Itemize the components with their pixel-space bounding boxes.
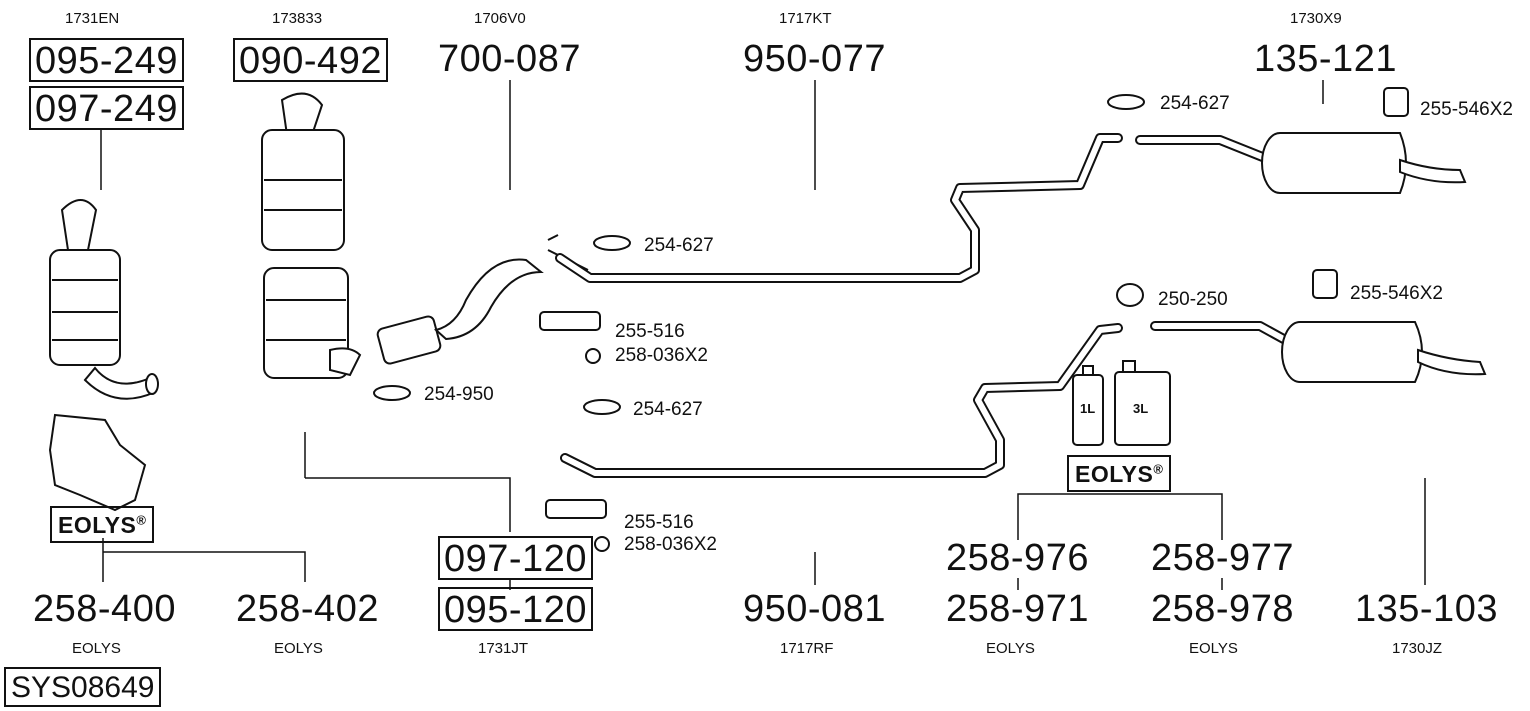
- part-number-258-402: 258-402: [236, 588, 379, 630]
- callout-254-627-c: 254-627: [633, 399, 703, 420]
- system-id: SYS08649: [4, 667, 162, 707]
- part-number-258-978: 258-978: [1151, 588, 1294, 630]
- callout-255-516-a: 255-516: [615, 321, 685, 342]
- eolys-logo-text: EOLYS: [58, 512, 137, 538]
- part-number-258-977: 258-977: [1151, 537, 1294, 579]
- part-number-258-976: 258-976: [946, 537, 1089, 579]
- part-code-1731JT: 1731JT: [478, 640, 529, 657]
- part-code-1706V0: 1706V0: [474, 10, 526, 27]
- clamp-icons: [373, 94, 1145, 415]
- part-number-258-971: 258-971: [946, 588, 1089, 630]
- callout-250-250: 250-250: [1158, 289, 1228, 310]
- part-code-1717KT: 1717KT: [779, 10, 832, 27]
- flex-pipe-icon: [376, 234, 589, 365]
- part-code-eolys-2: EOLYS: [274, 640, 323, 657]
- part-number-135-121: 135-121: [1254, 38, 1397, 80]
- part-code-1730X9: 1730X9: [1290, 10, 1342, 27]
- part-code-1731EN: 1731EN: [65, 10, 120, 27]
- part-code-eolys-1: EOLYS: [72, 640, 121, 657]
- particulate-filter-icon: [261, 92, 362, 379]
- part-code-eolys-4: EOLYS: [1189, 640, 1238, 657]
- callout-255-516-b: 255-516: [624, 512, 694, 533]
- part-number-090-492: 090-492: [233, 38, 388, 82]
- part-code-eolys-3: EOLYS: [986, 640, 1035, 657]
- part-number-095-120: 095-120: [438, 587, 593, 631]
- eolys-logo-left: EOLYS®: [50, 506, 155, 543]
- part-number-950-081: 950-081: [743, 588, 886, 630]
- part-number-258-400: 258-400: [33, 588, 176, 630]
- callout-254-950: 254-950: [424, 384, 494, 405]
- rear-silencer-upper-icon: [1261, 132, 1467, 194]
- callout-258-036X2-a: 258-036X2: [615, 345, 708, 366]
- part-code-1730JZ: 1730JZ: [1392, 640, 1443, 657]
- rear-silencer-lower-icon: [1281, 321, 1487, 383]
- part-number-950-077: 950-077: [743, 38, 886, 80]
- part-number-097-249: 097-249: [29, 86, 184, 130]
- part-code-173833: 173833: [272, 10, 323, 27]
- eolys-logo-text: EOLYS: [1075, 461, 1154, 487]
- nut-icons: [585, 348, 610, 552]
- part-code-1717RF: 1717RF: [780, 640, 834, 657]
- bracket-icons: [539, 87, 1409, 519]
- eolys-logo-right: EOLYS®: [1067, 455, 1172, 492]
- bottle-label-3L: 3L: [1133, 401, 1149, 416]
- part-number-097-120: 097-120: [438, 536, 593, 580]
- callout-254-627-a: 254-627: [1160, 93, 1230, 114]
- eolys-logo-mark: ®: [136, 512, 147, 528]
- callout-254-627-b: 254-627: [644, 235, 714, 256]
- callout-255-546X2-b: 255-546X2: [1350, 283, 1443, 304]
- part-number-700-087: 700-087: [438, 38, 581, 80]
- bottle-label-1L: 1L: [1080, 401, 1096, 416]
- part-number-095-249: 095-249: [29, 38, 184, 82]
- catalyst-left-icon: [49, 199, 159, 400]
- heat-shield-icon: [48, 413, 147, 512]
- part-number-135-103: 135-103: [1355, 588, 1498, 630]
- eolys-logo-mark: ®: [1153, 461, 1164, 477]
- callout-258-036X2-b: 258-036X2: [624, 534, 717, 555]
- callout-255-546X2-a: 255-546X2: [1420, 99, 1513, 120]
- bottle-icons: [1072, 360, 1171, 446]
